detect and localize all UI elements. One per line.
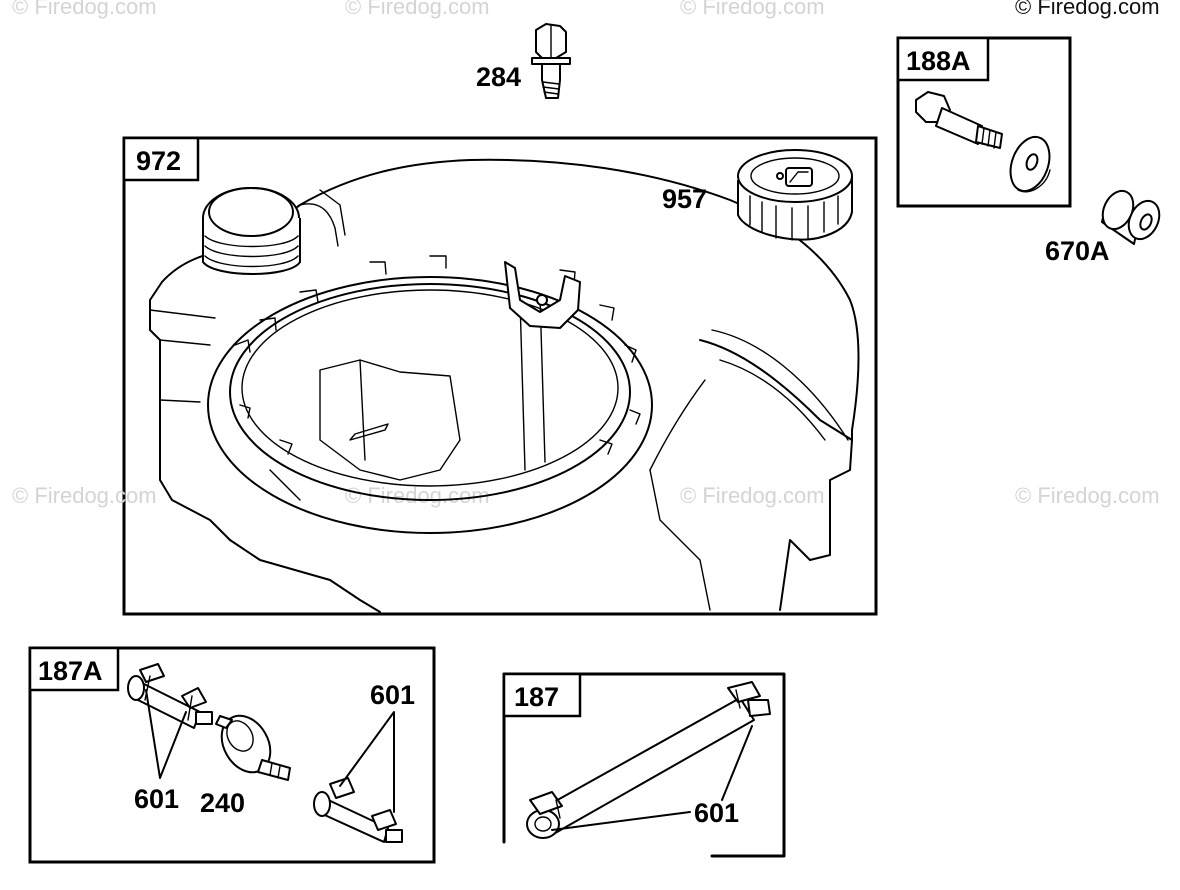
watermark-top-right: © Firedog.com [1015,0,1160,19]
label-240: 240 [200,788,245,818]
watermark-mid-3: © Firedog.com [680,483,825,508]
leader-601-right [339,711,395,813]
fuel-tank-part [149,158,860,613]
tank-assembly-tag [122,136,200,182]
label-284: 284 [476,62,521,92]
bolt-284-part [531,23,571,99]
line-kit-frame [502,672,786,858]
label-601-left: 601 [134,784,179,814]
label-601-line: 601 [694,798,739,828]
filter-hose-left-part [127,663,213,729]
filter-kit-tag [28,646,120,692]
leader-601-line [551,725,753,831]
watermark-top-1: © Firedog.com [12,0,157,19]
fuel-filter-part [215,714,291,781]
fuel-cap-part [737,149,853,241]
watermark-mid-1: © Firedog.com [12,483,157,508]
watermark-mid-4: © Firedog.com [1015,483,1160,508]
label-670a: 670A [1045,236,1110,266]
leader-601-left [145,689,187,779]
label-972: 972 [136,146,181,176]
label-187: 187 [514,682,559,712]
shoulder-bolt-part [915,91,1003,149]
label-187a: 187A [38,656,103,686]
watermark-top-2: © Firedog.com [345,0,490,19]
spacer-part [1101,189,1161,245]
label-957: 957 [662,184,707,214]
watermark-mid-2: © Firedog.com [345,483,490,508]
bolt-kit-tag [896,36,990,82]
washer-part [1009,135,1051,193]
label-601-right: 601 [370,680,415,710]
line-kit-tag [502,672,582,718]
watermark-top-3: © Firedog.com [680,0,825,19]
label-188a: 188A [906,46,971,76]
filter-hose-right-part [313,777,403,843]
fuel-line-part [526,681,771,839]
